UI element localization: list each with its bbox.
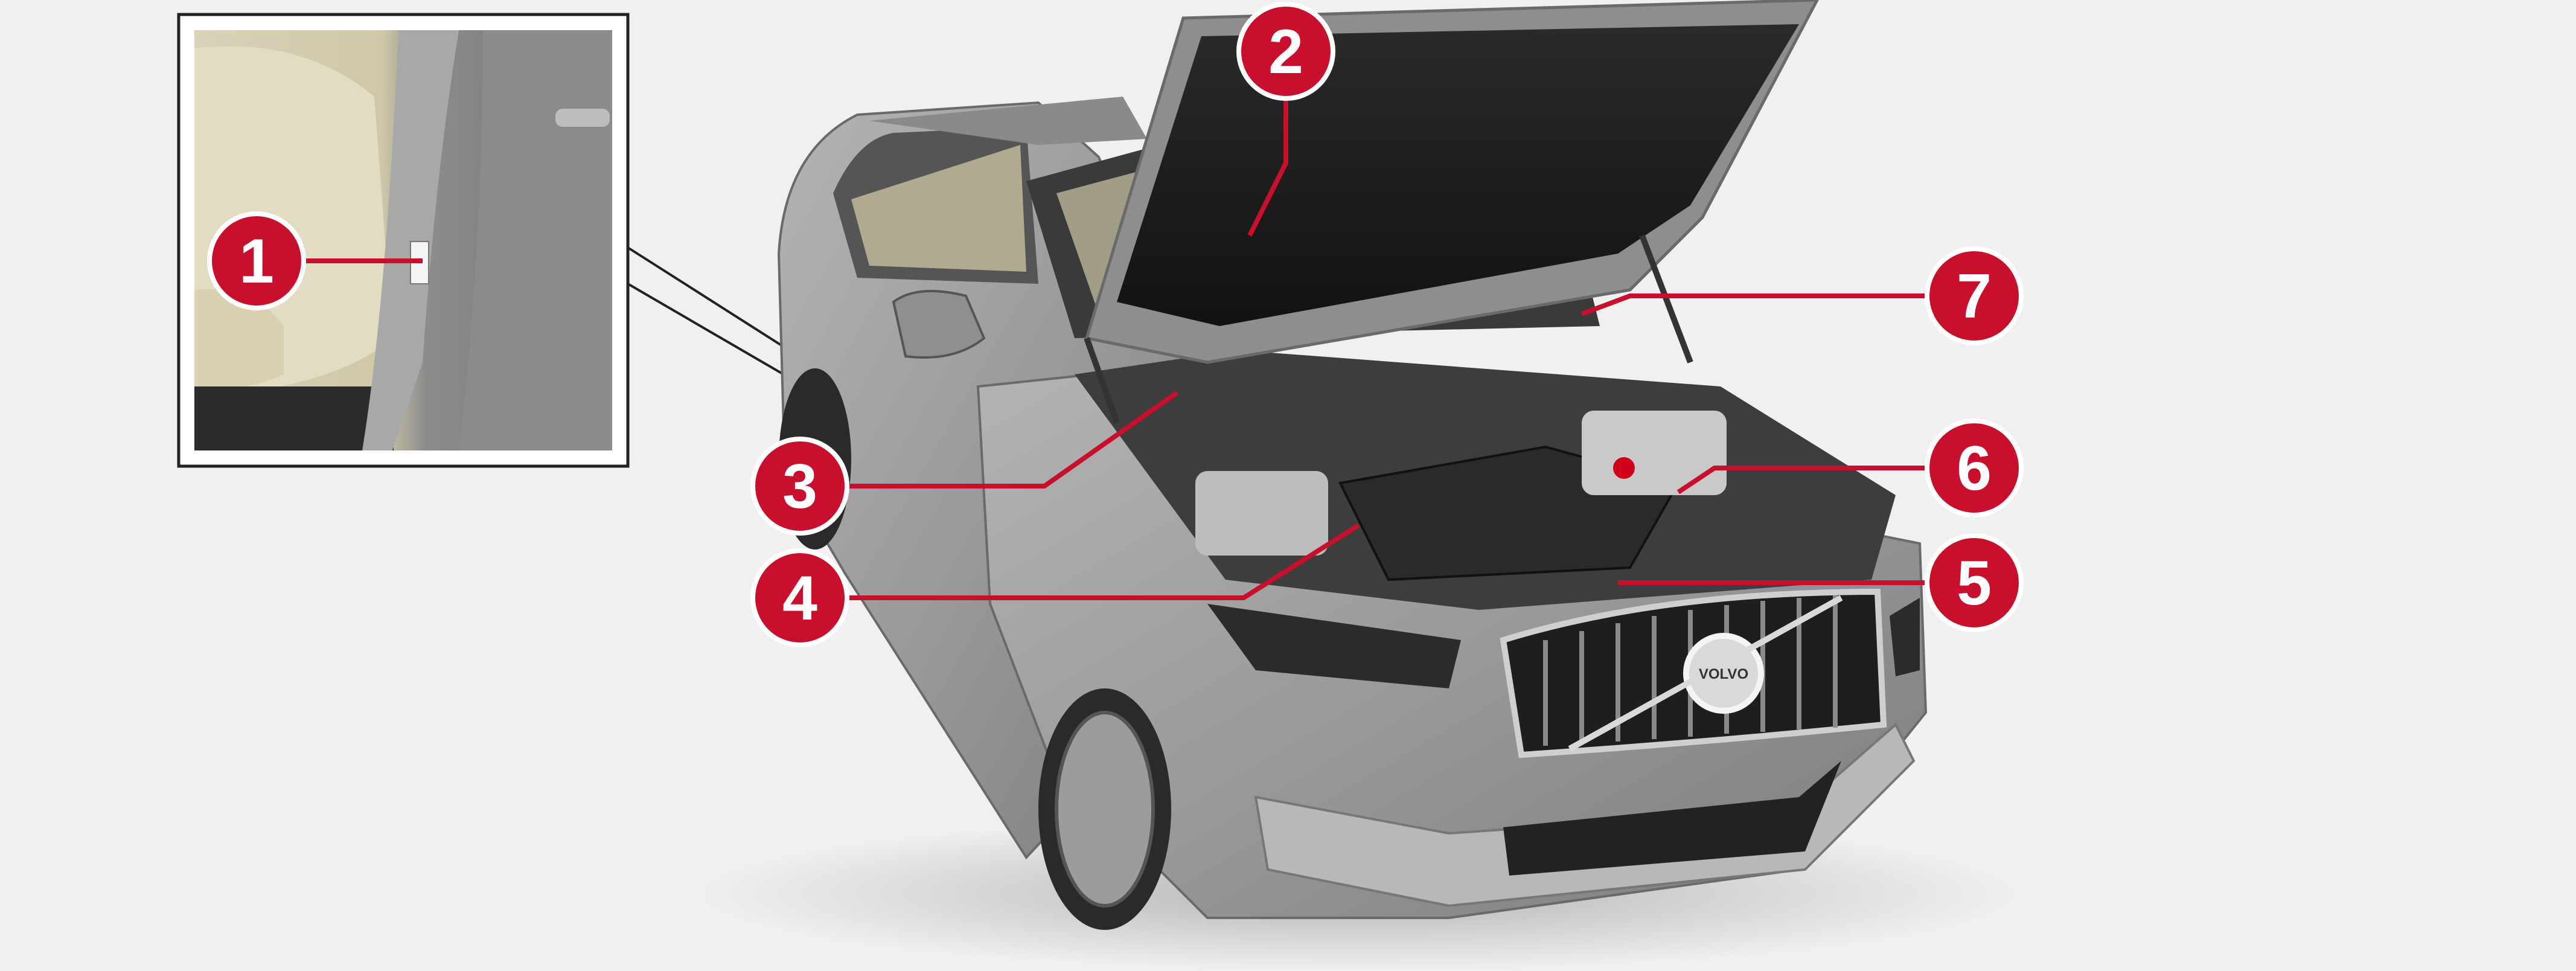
- callout-6-number: 6: [1957, 434, 1992, 504]
- callout-5-badge: [1925, 533, 2024, 632]
- callout-3-number: 3: [782, 452, 817, 522]
- fluid-cap: [1613, 457, 1635, 479]
- hood-strut-right: [1639, 234, 1693, 364]
- leader-line-6: [1676, 466, 1974, 495]
- engine-component-right: [1582, 411, 1727, 495]
- leader-line-7: [1580, 293, 1974, 316]
- door-panel: [459, 30, 612, 450]
- leader-lines: [293, 85, 1974, 600]
- callout-4-number: 4: [782, 563, 817, 633]
- hood-liner: [1117, 24, 1799, 326]
- callout-7: 7: [1925, 246, 2024, 345]
- leader-line-4: [845, 523, 1360, 600]
- leader-line-3: [845, 390, 1179, 489]
- callout-2-number: 2: [1268, 17, 1303, 87]
- headlight-left: [1207, 604, 1461, 688]
- callout-6-badge: [1925, 418, 2024, 518]
- callout-2-badge: [1236, 2, 1335, 101]
- front-wheel-rim: [1055, 711, 1155, 908]
- side-mirror: [892, 290, 986, 359]
- callout-1: 1: [207, 211, 306, 310]
- brand-badge: VOLVO: [1568, 595, 1843, 752]
- side-windows-interior: [851, 145, 1026, 272]
- callout-5: 5: [1925, 533, 2024, 632]
- callout-3-badge: [750, 437, 849, 536]
- brand-badge-text: VOLVO: [1699, 666, 1748, 682]
- callout-4: 4: [750, 548, 849, 647]
- seat-cushion: [194, 289, 284, 393]
- engine-component-left: [1195, 471, 1328, 556]
- callout-7-badge: [1925, 246, 2024, 345]
- floor-dark: [194, 386, 394, 450]
- hood-strut-left: [1084, 337, 1120, 424]
- b-pillar: [362, 30, 459, 450]
- callout-1-number: 1: [239, 226, 274, 296]
- leader-line-2: [1247, 85, 1288, 237]
- headlight-right: [1890, 598, 1920, 676]
- callout-1-badge: [207, 211, 306, 310]
- callout-6: 6: [1925, 418, 2024, 518]
- callout-3: 3: [750, 437, 849, 536]
- callout-5-number: 5: [1957, 548, 1992, 618]
- door-handle: [555, 109, 610, 127]
- callout-2: 2: [1236, 2, 1335, 101]
- lower-intake: [1503, 761, 1841, 876]
- roof: [869, 97, 1147, 145]
- raised-hood: [1084, 0, 1819, 424]
- callout-4-badge: [750, 548, 849, 647]
- callout-7-number: 7: [1957, 261, 1992, 332]
